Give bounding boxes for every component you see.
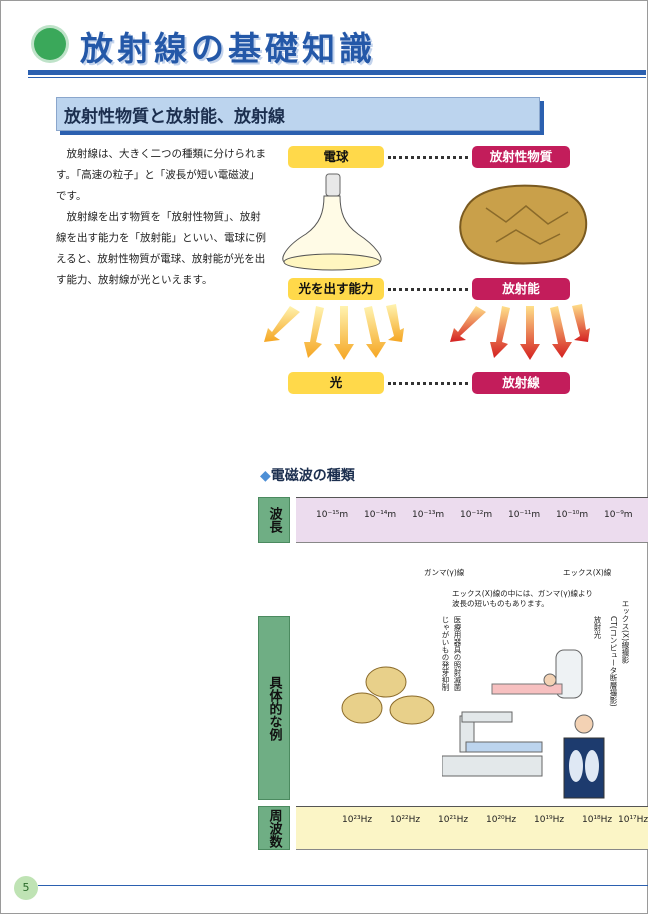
wavelength-tick: 10⁻¹⁰m [556, 510, 589, 520]
frequency-tick: 10²²Hz [390, 815, 421, 825]
title-rule [28, 70, 646, 75]
wavelength-tick: 10⁻⁹m [604, 510, 633, 520]
radiation-arrows [450, 304, 590, 360]
wavelength-tick: 10⁻¹³m [412, 510, 445, 520]
medical-sterilization-text: 医療用器具の照射滅菌 [453, 616, 462, 691]
ct-scan-text: CT(コンピュータ断層撮影) [609, 616, 618, 707]
frequency-label: 周波数 [266, 808, 282, 848]
bulb-label: 電球 [288, 146, 384, 168]
xray-note-line1: エックス(X)線の中には、ガンマ(γ)線より [452, 589, 593, 598]
examples-label-box: 具体的な例 [258, 616, 290, 800]
wavelength-tick: 10⁻¹⁵m [316, 510, 349, 520]
wavelength-tick: 10⁻¹⁴m [364, 510, 397, 520]
wavelength-tick: 10⁻¹¹m [508, 510, 541, 520]
page-number: 5 [14, 876, 38, 900]
medical-equipment-icon [442, 649, 583, 777]
potato-icon [341, 666, 435, 725]
examples-label: 具体的な例 [266, 675, 282, 741]
radioactivity-label: 放射能 [472, 278, 570, 300]
frequency-label-box: 周波数 [258, 806, 290, 850]
em-title-text: 電磁波の種類 [270, 468, 355, 484]
wavelength-label: 波長 [266, 507, 282, 533]
paragraph-2: 放射線を出す物質を「放射性物質」、放射線を出す能力を「放射能」といい、電球に例え… [56, 211, 266, 286]
wavelength-band [296, 497, 648, 543]
connector-dots [388, 288, 468, 291]
light-bulb-icon [282, 173, 382, 271]
frequency-tick: 10¹⁸Hz [582, 815, 613, 825]
wavelength-label-box: 波長 [258, 497, 290, 543]
light-label: 光 [288, 372, 384, 394]
xray-note-line2: 波長の短いものもあります。 [452, 599, 549, 608]
food-irradiation-text: じゃがいもの発芽抑制 [441, 616, 450, 691]
frequency-tick: 10¹⁷Hz [618, 815, 648, 825]
title-bullet-icon [34, 28, 66, 60]
em-section-title: ◆電磁波の種類 [260, 465, 355, 485]
section-header [56, 97, 540, 131]
body-text: 放射線は、大きく二つの種類に分けられます。「高速の粒子」と「波長が短い電磁波」で… [56, 144, 270, 291]
frequency-band [296, 806, 648, 850]
radioactive-material-label: 放射性物質 [472, 146, 570, 168]
page-title: 放射線の基礎知識 [80, 29, 376, 68]
wavelength-tick: 10⁻¹²m [460, 510, 493, 520]
title-rule-thin [28, 77, 646, 78]
xray-label: エックス(X)線 [563, 568, 612, 577]
frequency-tick: 10²⁰Hz [486, 815, 517, 825]
radioactive-rock-icon [459, 184, 588, 265]
radiation-label: 放射線 [472, 372, 570, 394]
section-title: 放射性物質と放射能、放射線 [64, 107, 285, 127]
footer-rule [38, 885, 648, 886]
connector-dots [388, 382, 468, 385]
connector-dots [388, 156, 468, 159]
frequency-tick: 10²¹Hz [438, 815, 469, 825]
paragraph-1: 放射線は、大きく二つの種類に分けられます。「高速の粒子」と「波長が短い電磁波」で… [56, 148, 266, 202]
light-rays-arrows [264, 304, 404, 360]
light-ability-label: 光を出す能力 [288, 278, 384, 300]
frequency-tick: 10¹⁹Hz [534, 815, 565, 825]
synchrotron-text: 放射光 [593, 616, 602, 639]
chest-xray-icon [563, 714, 605, 799]
xray-photo-text: エックス(X)線撮影 [621, 600, 630, 664]
diamond-bullet-icon: ◆ [260, 468, 271, 484]
gamma-ray-label: ガンマ(γ)線 [424, 568, 465, 577]
frequency-tick: 10²³Hz [342, 815, 373, 825]
